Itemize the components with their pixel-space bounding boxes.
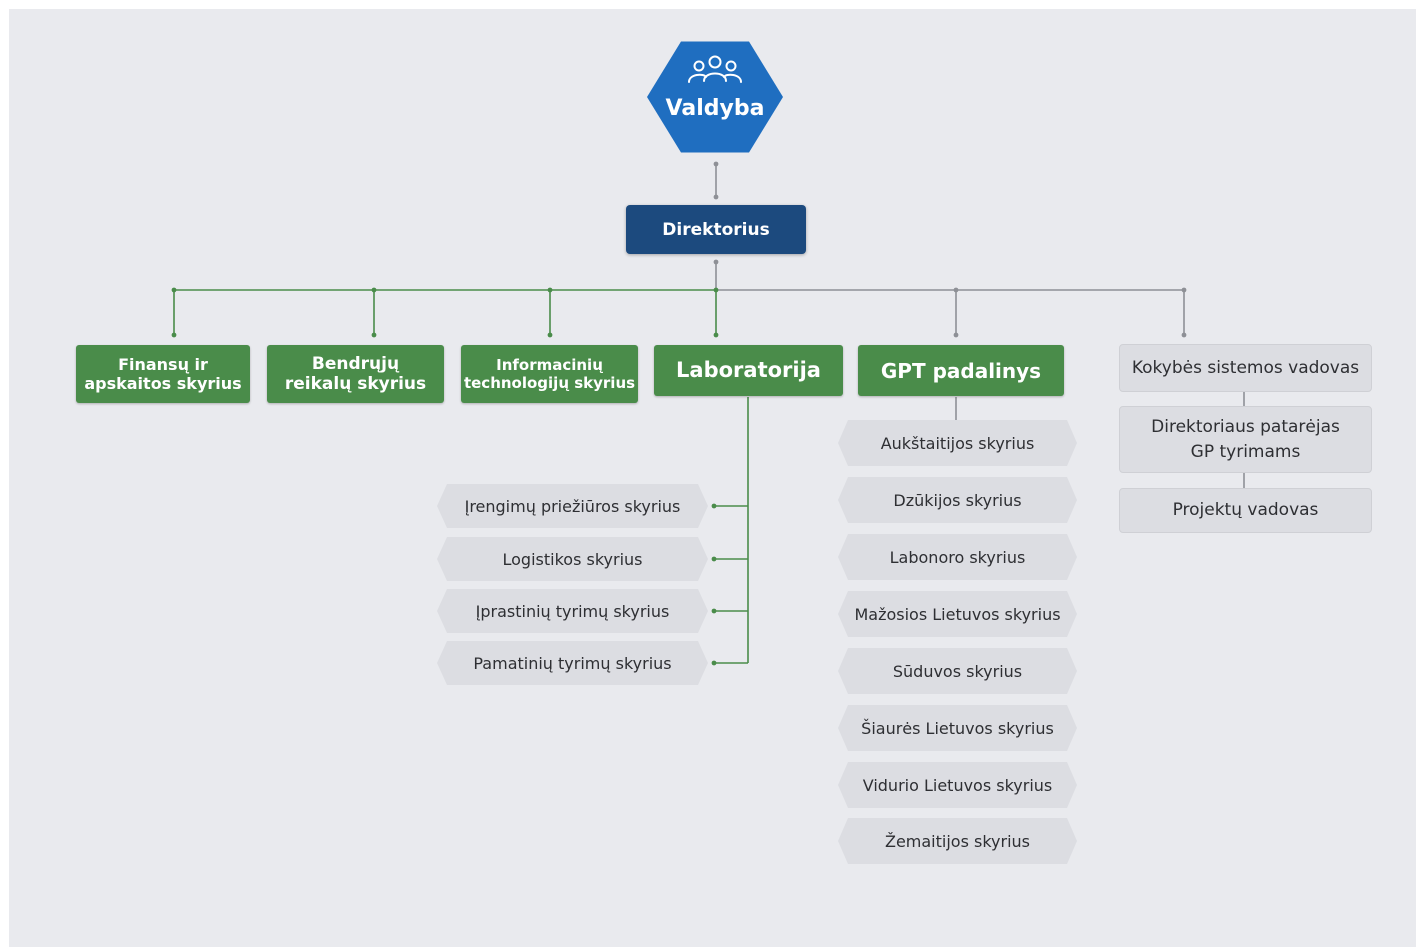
department-finance: Finansų ir apskaitos skyrius xyxy=(76,345,250,403)
staff-director-advisor: Direktoriaus patarėjas GP tyrimams xyxy=(1119,406,1372,473)
people-group-icon xyxy=(688,55,742,83)
gpt-unit-lithuania-minor: Mažosios Lietuvos skyrius xyxy=(838,591,1077,637)
gpt-unit-aukstaitija: Aukštaitijos skyrius xyxy=(838,420,1077,466)
gpt-unit-dzukija: Dzūkijos skyrius xyxy=(838,477,1077,523)
lab-unit-routine-research: Įprastinių tyrimų skyrius xyxy=(437,589,708,633)
department-laboratory: Laboratorija xyxy=(654,345,843,396)
director-node: Direktorius xyxy=(626,205,806,254)
staff-quality-system-manager: Kokybės sistemos vadovas xyxy=(1119,344,1372,392)
gpt-unit-north-lithuania: Šiaurės Lietuvos skyrius xyxy=(838,705,1077,751)
diagram-canvas xyxy=(9,9,1416,947)
department-gpt-unit: GPT padalinys xyxy=(858,345,1064,396)
lab-unit-fundamental-research: Pamatinių tyrimų skyrius xyxy=(437,641,708,685)
gpt-unit-central-lithuania: Vidurio Lietuvos skyrius xyxy=(838,762,1077,808)
lab-unit-logistics: Logistikos skyrius xyxy=(437,537,708,581)
board-label: Valdyba xyxy=(665,96,765,121)
lab-unit-equipment-maintenance: Įrengimų priežiūros skyrius xyxy=(437,484,708,528)
staff-project-manager: Projektų vadovas xyxy=(1119,488,1372,533)
department-general-affairs: Bendrųjų reikalų skyrius xyxy=(267,345,444,403)
board-node xyxy=(647,41,783,153)
gpt-unit-suduva: Sūduvos skyrius xyxy=(838,648,1077,694)
gpt-unit-samogitia: Žemaitijos skyrius xyxy=(838,818,1077,864)
gpt-unit-labonoras: Labonoro skyrius xyxy=(838,534,1077,580)
department-it: Informacinių technologijų skyrius xyxy=(461,345,638,403)
